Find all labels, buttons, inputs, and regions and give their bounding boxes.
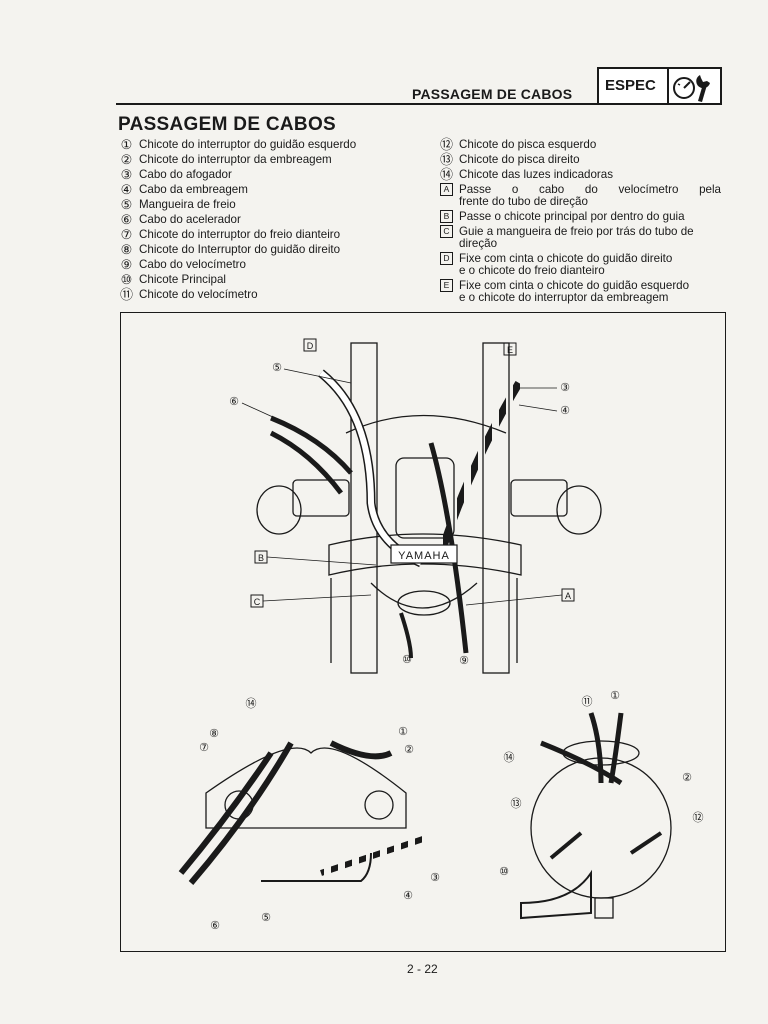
cable-routing-figure: YAMAHA D E ⑤ ⑥ ③ ④ B C A ⑩ ⑨ bbox=[120, 312, 726, 952]
brand-plate bbox=[390, 544, 458, 564]
turn-signal-left bbox=[256, 485, 302, 535]
callout-14: ⑭ bbox=[246, 697, 257, 710]
callout-13: ⑬ bbox=[511, 797, 522, 810]
legend-text: Chicote do Interruptor do guidão direito bbox=[139, 243, 341, 256]
legend-text: Chicote do interruptor do guidão esquerd… bbox=[139, 138, 357, 151]
callout-B: B bbox=[258, 553, 264, 563]
legend-text: Chicote do velocímetro bbox=[139, 288, 258, 301]
legend-text: Cabo da embreagem bbox=[139, 183, 248, 196]
callout-A: A bbox=[565, 591, 571, 601]
callout-number: ⑩ bbox=[120, 272, 133, 287]
callout-number: ④ bbox=[120, 182, 133, 197]
turn-signal-right bbox=[556, 485, 602, 535]
legend-text: Chicote do interruptor do freio dianteir… bbox=[139, 228, 341, 241]
callout-4: ④ bbox=[403, 890, 413, 902]
callout-number: ⑭ bbox=[439, 167, 453, 182]
callout-E: E bbox=[507, 345, 513, 355]
instruction-text-cont: e o chicote do interruptor da embreagem bbox=[459, 291, 669, 304]
instruction-letter: B bbox=[440, 210, 453, 223]
wrench-gauge-icon bbox=[670, 71, 720, 108]
callout-2: ② bbox=[682, 772, 692, 784]
espec-tab-divider bbox=[667, 69, 669, 103]
espec-tab-label: ESPEC bbox=[605, 77, 656, 94]
espec-tab: ESPEC bbox=[597, 67, 722, 105]
instruction-letter: E bbox=[440, 279, 453, 292]
callout-3: ③ bbox=[560, 382, 570, 394]
callout-number: ⑬ bbox=[439, 152, 453, 167]
callout-11: ⑪ bbox=[582, 695, 593, 708]
callout-6: ⑥ bbox=[229, 396, 239, 408]
fork-tube-right bbox=[482, 342, 510, 674]
callout-1: ① bbox=[610, 690, 620, 702]
callout-9: ⑨ bbox=[459, 655, 469, 667]
page-number: 2 - 22 bbox=[407, 962, 438, 976]
callout-number: ⑫ bbox=[439, 137, 453, 152]
legend-text: Cabo do velocímetro bbox=[139, 258, 246, 271]
legend-text: Chicote do pisca direito bbox=[459, 153, 580, 166]
instruction-text: Fixe com cinta o chicote do guidão esque… bbox=[459, 279, 690, 292]
callout-C: C bbox=[254, 597, 261, 607]
legend-text: Chicote do pisca esquerdo bbox=[459, 138, 597, 151]
callout-8: ⑧ bbox=[209, 728, 219, 740]
header-rule bbox=[116, 103, 597, 105]
callout-3: ③ bbox=[430, 872, 440, 884]
legend-text: Cabo do acelerador bbox=[139, 213, 241, 226]
legend-text: Mangueira de freio bbox=[139, 198, 236, 211]
callout-5: ⑤ bbox=[272, 362, 282, 374]
callout-number: ② bbox=[120, 152, 133, 167]
callout-number: ⑦ bbox=[120, 227, 133, 242]
callout-6: ⑥ bbox=[210, 920, 220, 932]
brand-plate-text: YAMAHA bbox=[398, 550, 450, 562]
instruction-letter: C bbox=[440, 225, 453, 238]
section-header-title: PASSAGEM DE CABOS bbox=[412, 86, 573, 102]
instruction-text: Passe o chicote principal por dentro do … bbox=[459, 210, 685, 223]
callout-10: ⑩ bbox=[499, 866, 509, 878]
callout-14: ⑭ bbox=[504, 751, 515, 764]
instruction-text-cont: direção bbox=[459, 237, 498, 250]
callout-12: ⑫ bbox=[693, 811, 704, 824]
instruction-text-cont: e o chicote do freio dianteiro bbox=[459, 264, 605, 277]
legend-text: Chicote do interruptor da embreagem bbox=[139, 153, 332, 166]
callout-7: ⑦ bbox=[199, 742, 209, 754]
callout-1: ① bbox=[398, 726, 408, 738]
fork-tube-left bbox=[350, 342, 378, 674]
callout-5: ⑤ bbox=[261, 912, 271, 924]
callout-4: ④ bbox=[560, 405, 570, 417]
callout-number: ⑪ bbox=[119, 287, 133, 302]
callout-D: D bbox=[307, 341, 314, 351]
instruction-text: Guie a mangueira de freio por trás do tu… bbox=[459, 225, 694, 238]
callout-number: ⑨ bbox=[120, 257, 133, 272]
instruction-text: Passe o cabo do velocímetro pela bbox=[459, 183, 721, 196]
instruction-letter: D bbox=[440, 252, 453, 265]
callout-number: ⑥ bbox=[120, 212, 133, 227]
instruction-text-cont: frente do tubo de direção bbox=[459, 195, 588, 208]
callout-number: ⑧ bbox=[120, 242, 133, 257]
legend-text: Chicote Principal bbox=[139, 273, 226, 286]
legend-text: Chicote das luzes indicadoras bbox=[459, 168, 614, 181]
callout-10: ⑩ bbox=[402, 654, 412, 666]
callout-number: ① bbox=[120, 137, 133, 152]
callout-number: ⑤ bbox=[120, 197, 133, 212]
legend-text: Cabo do afogador bbox=[139, 168, 232, 181]
instruction-text: Fixe com cinta o chicote do guidão direi… bbox=[459, 252, 673, 265]
page-title: PASSAGEM DE CABOS bbox=[118, 114, 336, 135]
callout-2: ② bbox=[404, 744, 414, 756]
callout-number: ③ bbox=[120, 167, 133, 182]
instruction-letter: A bbox=[440, 183, 453, 196]
